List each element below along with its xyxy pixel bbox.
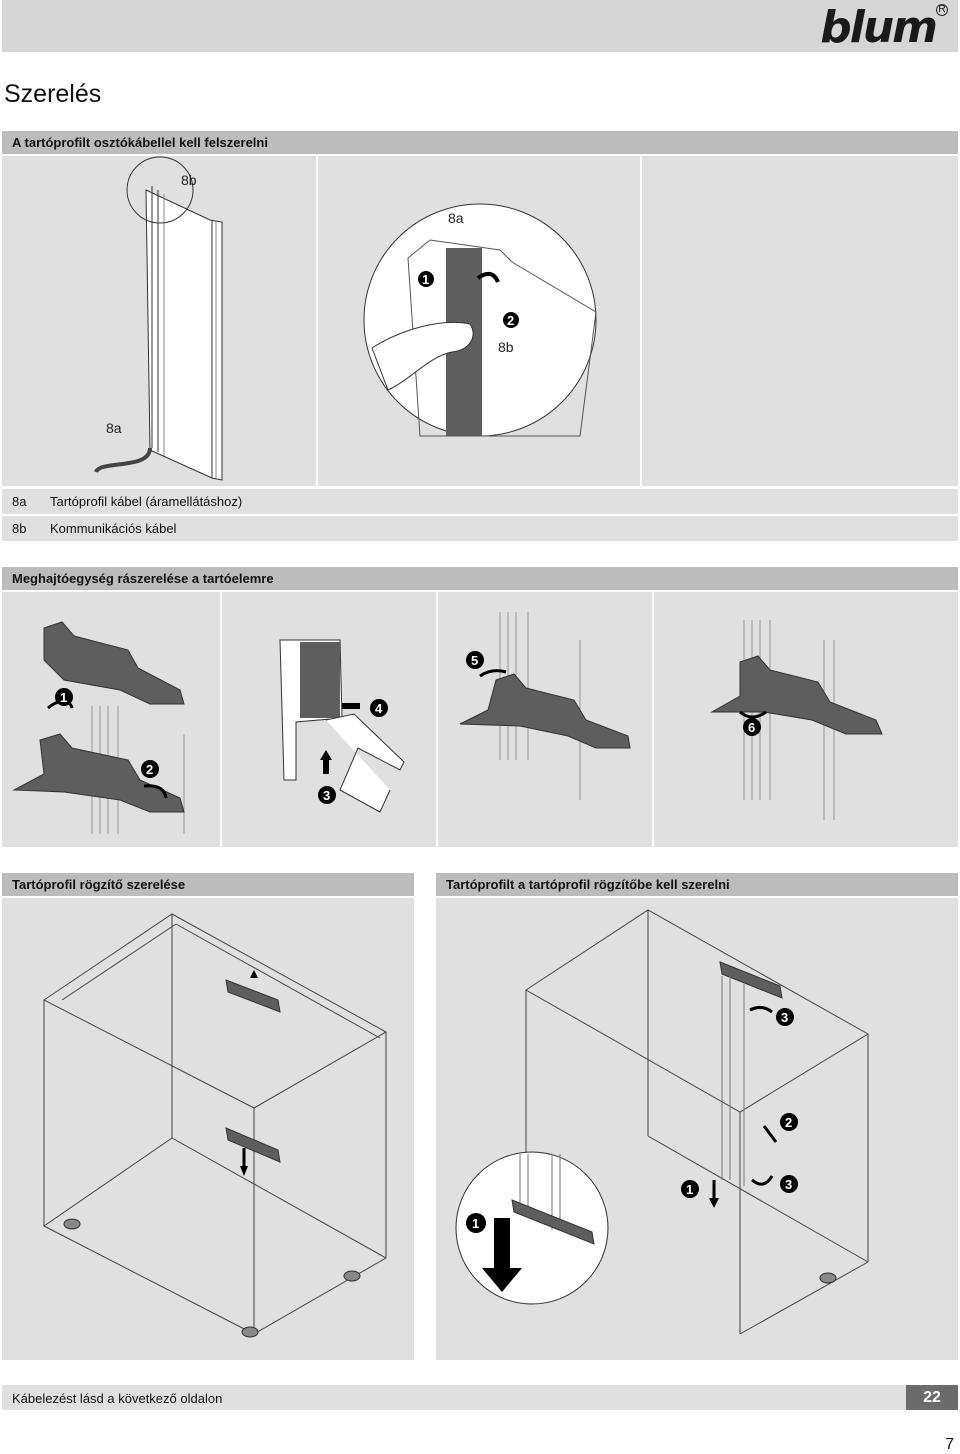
blum-logo: blum R (820, 2, 948, 53)
drive-step-2: 2 (146, 762, 153, 777)
legend-text: Tartóprofil kábel (áramellátáshoz) (50, 494, 243, 509)
panel-cabinet-holder (2, 898, 414, 1360)
legend-row-8a: 8a Tartóprofil kábel (áramellátáshoz) (2, 489, 958, 514)
drive-step-4: 4 (375, 701, 383, 716)
section-title-mount-profile: Tartóprofilt a tartóprofil rögzítőbe kel… (436, 873, 958, 896)
drive-step-1: 1 (60, 690, 67, 705)
footer-note: Kábelezést lásd a következő oldalon (2, 1385, 906, 1410)
callout-8a-detail: 8a (448, 210, 464, 226)
profile-step-1a: 1 (472, 1216, 479, 1231)
top-bar: blum R (2, 0, 958, 52)
panel-empty (642, 156, 958, 486)
profile-step-2: 2 (785, 1115, 792, 1130)
page-number: 7 (945, 1436, 954, 1453)
section-title-mount-holder: Tartóprofil rögzítő szerelése (2, 873, 414, 896)
profile-step-1b: 1 (686, 1182, 693, 1197)
logo-text: blum (820, 2, 938, 53)
drive-step-3: 3 (323, 788, 330, 803)
profile-step-3a: 3 (781, 1010, 788, 1025)
registered-mark: R (936, 4, 948, 16)
callout-8a-overview: 8a (106, 420, 122, 436)
drive-step-5: 5 (471, 653, 478, 668)
step-1-badge: 1 (422, 272, 429, 287)
legend-row-8b: 8b Kommunikációs kábel (2, 516, 958, 541)
legend-key: 8b (12, 521, 27, 536)
callout-8b-detail: 8b (498, 339, 514, 355)
legend-text: Kommunikációs kábel (50, 521, 177, 536)
section-title-drive-unit: Meghajtóegység rászerelése a tartóelemre (2, 567, 958, 590)
legend-key: 8a (12, 494, 27, 509)
step-2-badge: 2 (507, 313, 514, 328)
section-page-badge: 22 (906, 1385, 958, 1410)
callout-8b-overview: 8b (181, 172, 197, 188)
profile-step-3b: 3 (785, 1177, 792, 1192)
page-title: Szerelés (4, 80, 102, 108)
section-title-cable-profile: A tartóprofilt osztókábellel kell felsze… (2, 131, 958, 154)
drive-step-6: 6 (748, 720, 755, 735)
